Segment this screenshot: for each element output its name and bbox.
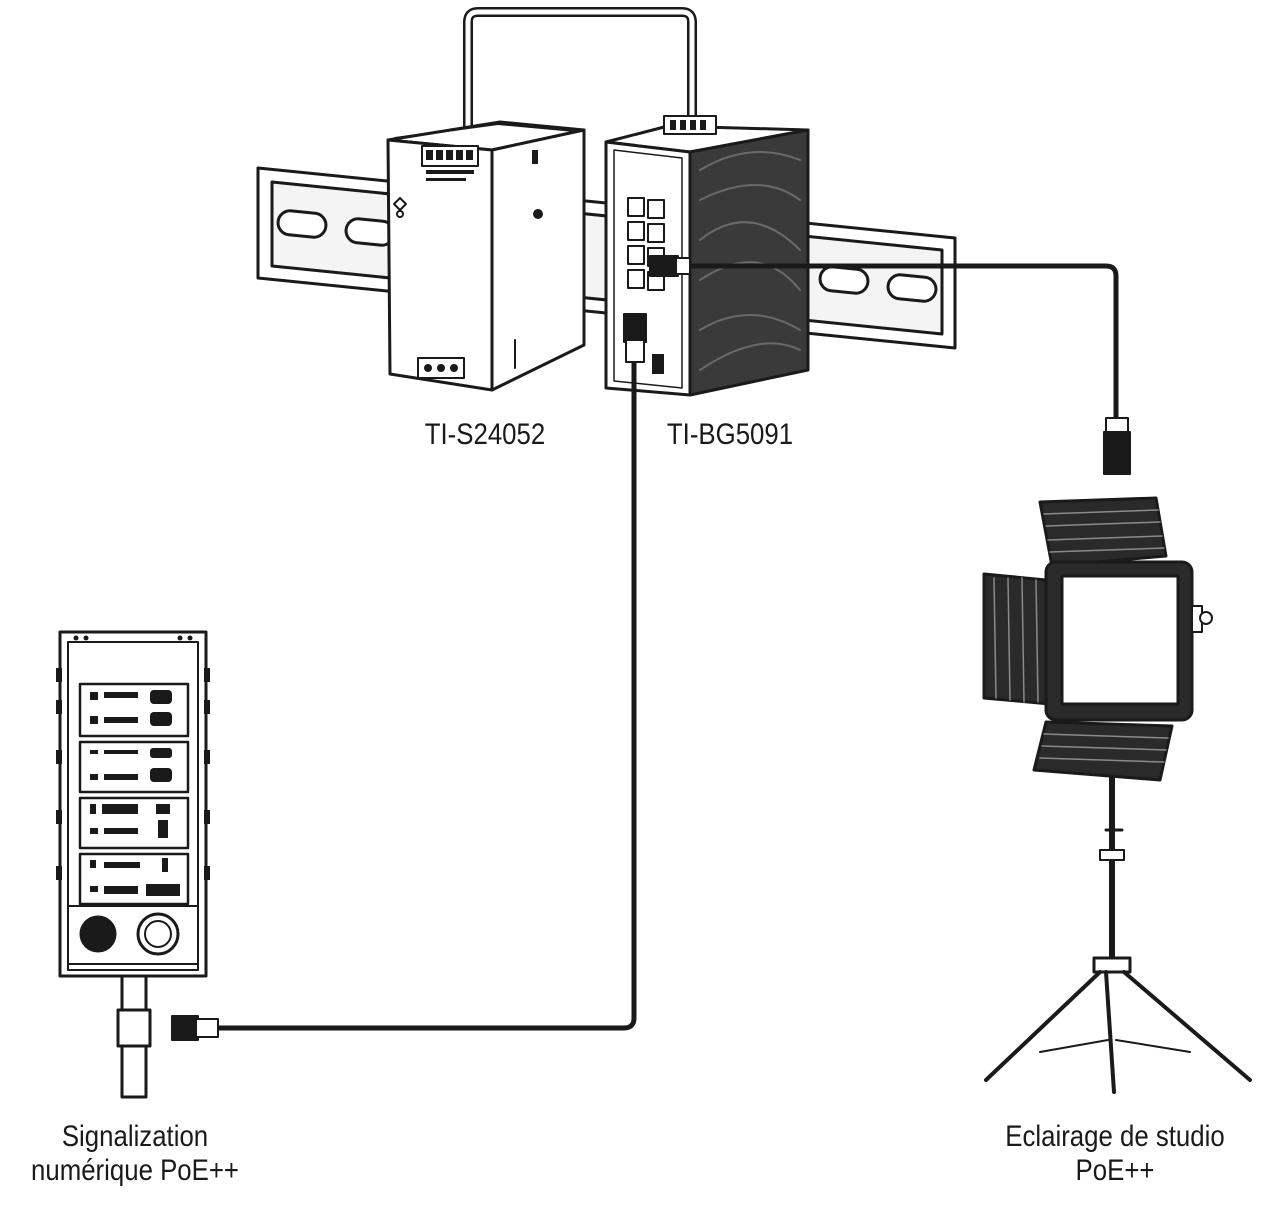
power-cable	[463, 7, 697, 137]
switch-label: TI-BG5091	[640, 418, 821, 452]
studio-light-label-line1: Eclairage de studio	[1005, 1120, 1225, 1153]
signage-label-line1: Signalization	[61, 1120, 209, 1153]
cable-to-signage	[215, 357, 637, 1031]
terminal-screws	[426, 150, 474, 181]
cable-to-studio-light	[687, 263, 1119, 423]
rj45-plug-switch-bottom	[623, 313, 647, 363]
signage-label: Signalization numérique PoE++	[19, 1120, 251, 1188]
power-supply-label: TI-S24052	[395, 418, 576, 452]
power-supply-model: TI-S24052	[424, 418, 546, 451]
rj45-plug-light-side	[1103, 417, 1131, 475]
switch-model: TI-BG5091	[666, 418, 794, 451]
power-supply-unit	[386, 120, 586, 392]
rj45-plug-signage-side	[171, 1015, 219, 1041]
studio-light	[982, 496, 1252, 1094]
heatsink-fins	[699, 151, 801, 371]
digital-signage-unit	[56, 630, 210, 1099]
studio-light-label: Eclairage de studio PoE++	[982, 1120, 1249, 1188]
signage-label-line2: numérique PoE++	[31, 1154, 239, 1187]
studio-light-label-line2: PoE++	[1075, 1154, 1155, 1187]
rj45-plug-switch-side	[649, 255, 691, 277]
